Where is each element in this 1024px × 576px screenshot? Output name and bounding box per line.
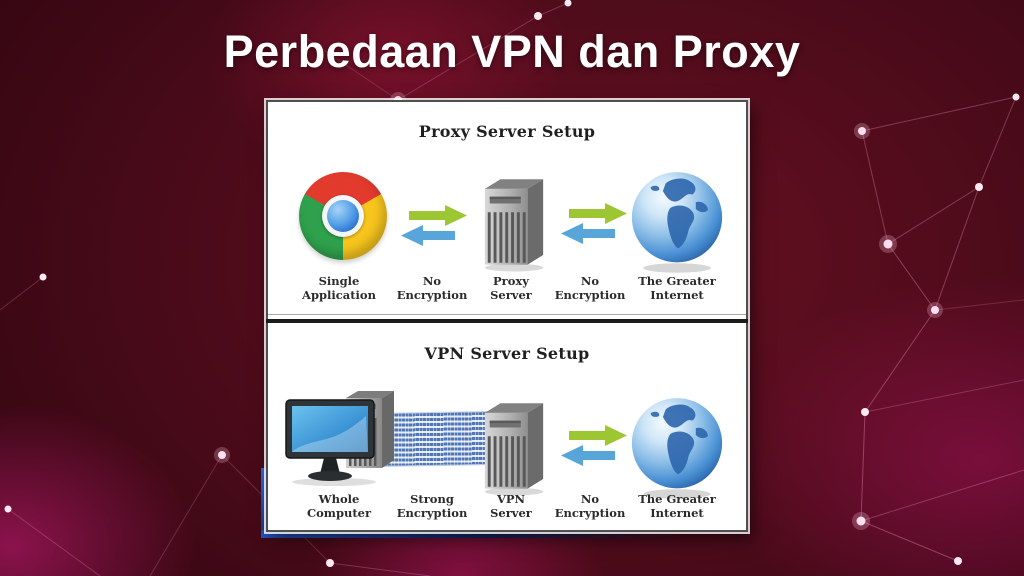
proxy-section-title: Proxy Server Setup xyxy=(418,122,596,141)
bidirectional-arrows-icon xyxy=(397,200,473,246)
diagram-panel: Proxy Server Setup xyxy=(266,100,748,532)
bidirectional-arrows-icon xyxy=(557,198,633,244)
globe-icon xyxy=(630,168,724,274)
panel-blue-edge-bottom xyxy=(261,530,681,538)
bidirectional-arrows-icon xyxy=(557,420,633,466)
section-divider xyxy=(266,319,748,323)
page-title: Perbedaan VPN dan Proxy xyxy=(223,26,801,77)
vpn-section-title: VPN Server Setup xyxy=(424,344,590,363)
section-divider-thin xyxy=(268,314,746,315)
vpn-diagram-section: VPN Server Setup xyxy=(268,324,746,530)
desktop-computer-icon xyxy=(284,386,414,486)
proxy-diagram-section: Proxy Server Setup xyxy=(268,102,746,314)
panel-blue-edge-left xyxy=(261,468,267,534)
server-tower-icon xyxy=(480,166,548,274)
globe-icon xyxy=(630,394,724,500)
chrome-browser-icon xyxy=(299,172,387,260)
server-tower-icon xyxy=(480,388,548,500)
